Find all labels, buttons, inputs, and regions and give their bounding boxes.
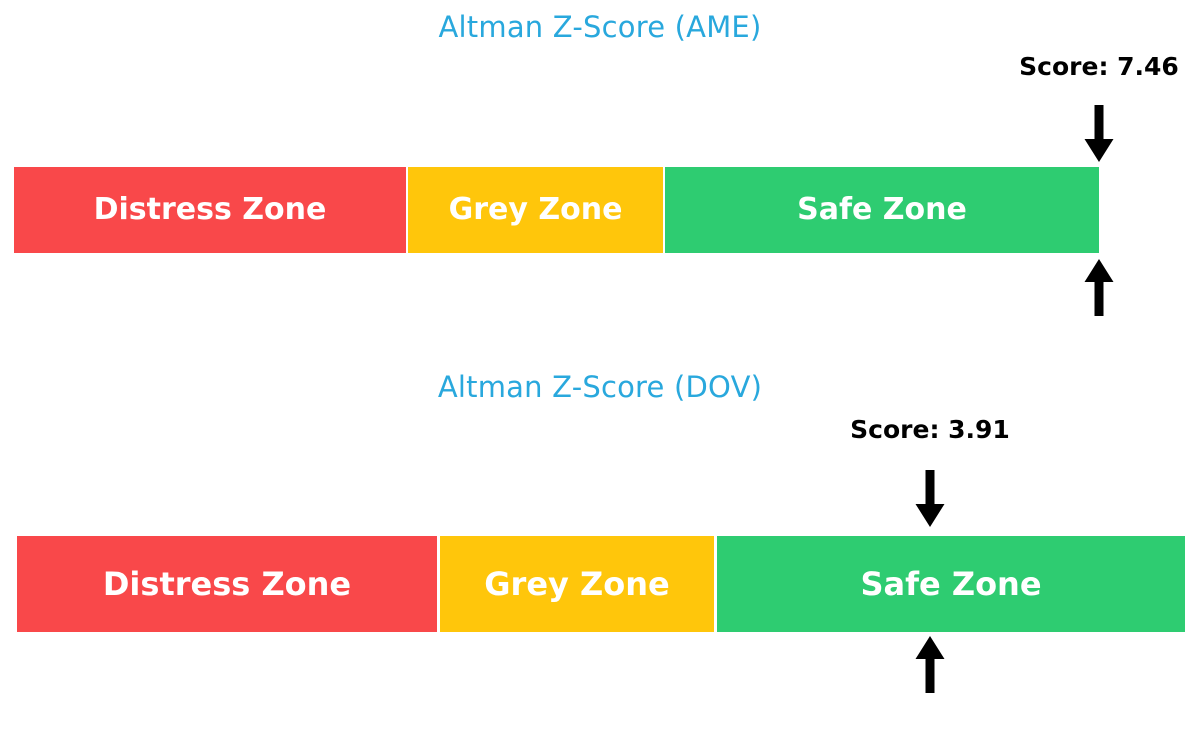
chart-panel-ame: Altman Z-Score (AME) Score: 7.46 Distres… xyxy=(0,0,1200,350)
zone-bar-ame: Distress Zone Grey Zone Safe Zone xyxy=(0,167,1200,253)
zone-label-distress-ame: Distress Zone xyxy=(93,192,327,227)
zone-segment-grey-ame: Grey Zone xyxy=(408,167,663,253)
score-marker-down-arrow-dov xyxy=(913,470,947,528)
score-marker-down-arrow-ame xyxy=(1082,105,1116,163)
zone-label-safe-ame: Safe Zone xyxy=(797,192,967,227)
zone-segment-grey-dov: Grey Zone xyxy=(440,536,714,632)
score-marker-up-arrow-ame xyxy=(1082,258,1116,316)
score-marker-up-arrow-dov xyxy=(913,635,947,693)
zone-segment-distress-ame: Distress Zone xyxy=(14,167,406,253)
zone-label-distress-dov: Distress Zone xyxy=(102,565,352,603)
zone-label-grey-dov: Grey Zone xyxy=(484,565,670,603)
zone-segment-safe-ame: Safe Zone xyxy=(665,167,1099,253)
zone-segment-safe-dov: Safe Zone xyxy=(717,536,1185,632)
score-label-ame: Score: 7.46 xyxy=(1019,52,1179,81)
zone-segment-distress-dov: Distress Zone xyxy=(17,536,437,632)
zone-label-grey-ame: Grey Zone xyxy=(448,192,623,227)
chart-panel-dov: Altman Z-Score (DOV) Score: 3.91 Distres… xyxy=(0,360,1200,746)
score-label-dov: Score: 3.91 xyxy=(850,415,1010,444)
zone-bar-dov: Distress Zone Grey Zone Safe Zone xyxy=(0,536,1200,632)
chart-title-dov: Altman Z-Score (DOV) xyxy=(437,370,763,404)
chart-title-ame: Altman Z-Score (AME) xyxy=(438,10,762,44)
zone-label-safe-dov: Safe Zone xyxy=(860,565,1042,603)
